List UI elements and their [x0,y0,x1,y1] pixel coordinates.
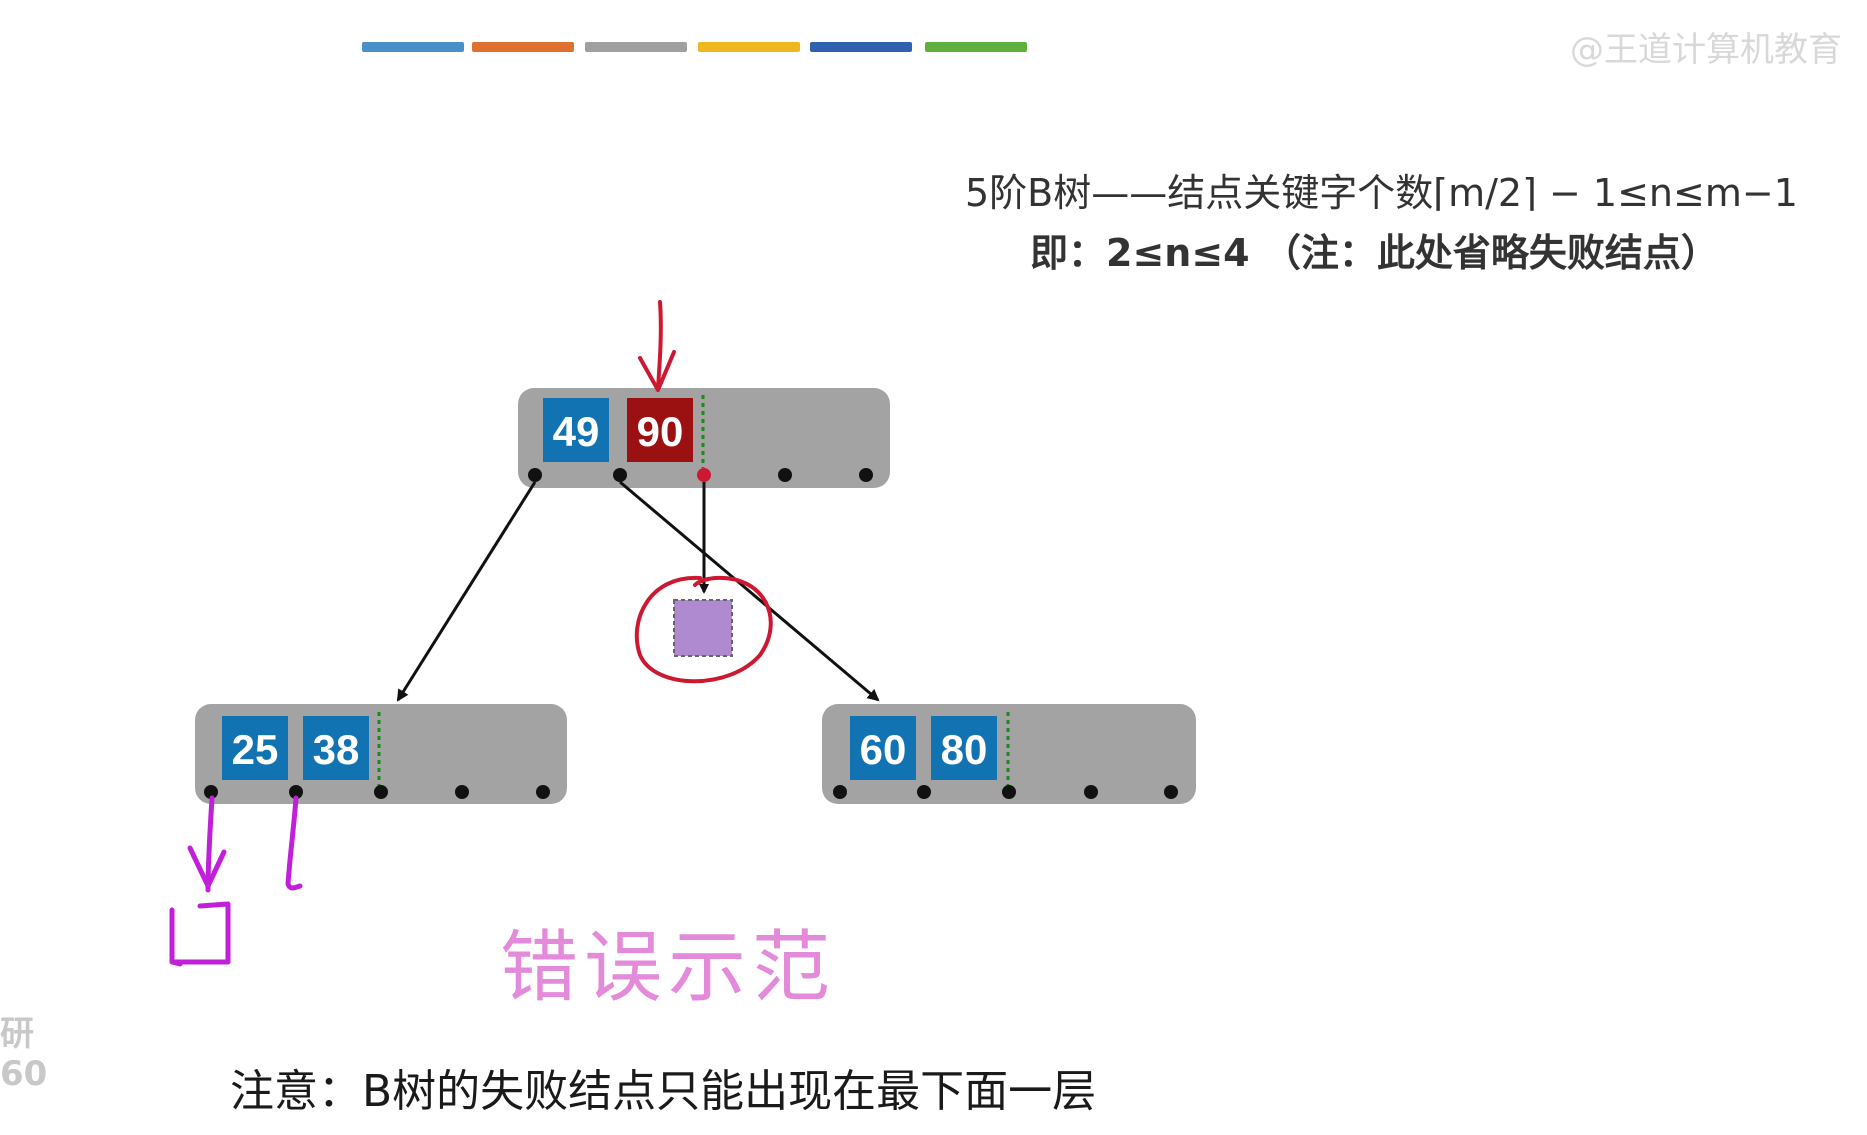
purple-pointer-stroke [285,795,303,891]
root-pointer-2 [697,468,711,482]
left-key-25-box [222,716,288,780]
right-pointer-4 [1164,785,1178,799]
edge-root-to-left [396,481,537,702]
color-bar-blue [362,42,464,52]
root-key-49: 49 [553,408,600,455]
left-pointer-0 [204,785,218,799]
right-key-60-box [850,716,916,780]
edge-root-to-right [619,480,880,702]
left-key-38: 38 [313,726,360,773]
right-pointer-3 [1084,785,1098,799]
color-bar-gray [585,42,687,52]
root-pointer-3 [778,468,792,482]
rule-line-2: 即：2≤n≤4 （注：此处省略失败结点） [1030,231,1719,275]
root-pointer-1 [613,468,627,482]
color-bar-orange [472,42,574,52]
color-bar-navy [810,42,912,52]
right-key-80: 80 [941,726,988,773]
right-pointer-1 [917,785,931,799]
left-key-25: 25 [232,726,279,773]
rule-line-1: 5阶B树——结点关键字个数⌈m/2⌉ − 1≤n≤m−1 [965,171,1798,215]
root-node: 49 90 [518,388,890,488]
right-child-node: 60 80 [822,704,1196,804]
left-key-38-box [303,716,369,780]
wrong-example-label: 错误示范 [500,923,837,1013]
right-key-80-box [931,716,997,780]
right-key-60: 60 [860,726,907,773]
root-pointer-0 [528,468,542,482]
red-circle-mark [634,575,773,684]
root-key-90-box [627,398,693,462]
color-bar-yellow [698,42,800,52]
root-key-90: 90 [637,408,684,455]
color-bar-green [925,42,1027,52]
failure-node [673,599,733,657]
left-pointer-2 [374,785,388,799]
bottom-note: 注意：B树的失败结点只能出现在最下面一层 [230,1066,1097,1117]
red-arrow-shaft [656,300,663,390]
purple-drawn-box [169,901,231,967]
right-pointer-0 [833,785,847,799]
left-child-node: 25 38 [195,704,567,804]
left-pointer-1 [289,785,303,799]
watermark-left: 研 60 [0,1014,48,1094]
red-arrow-head [638,350,676,392]
right-pointer-2 [1002,785,1016,799]
left-pointer-4 [536,785,550,799]
watermark-logo: @王道计算机教育 [1570,30,1842,70]
top-band [0,0,1867,20]
root-key-49-box [543,398,609,462]
left-pointer-3 [455,785,469,799]
purple-arrow-head [187,845,227,889]
root-pointer-4 [859,468,873,482]
